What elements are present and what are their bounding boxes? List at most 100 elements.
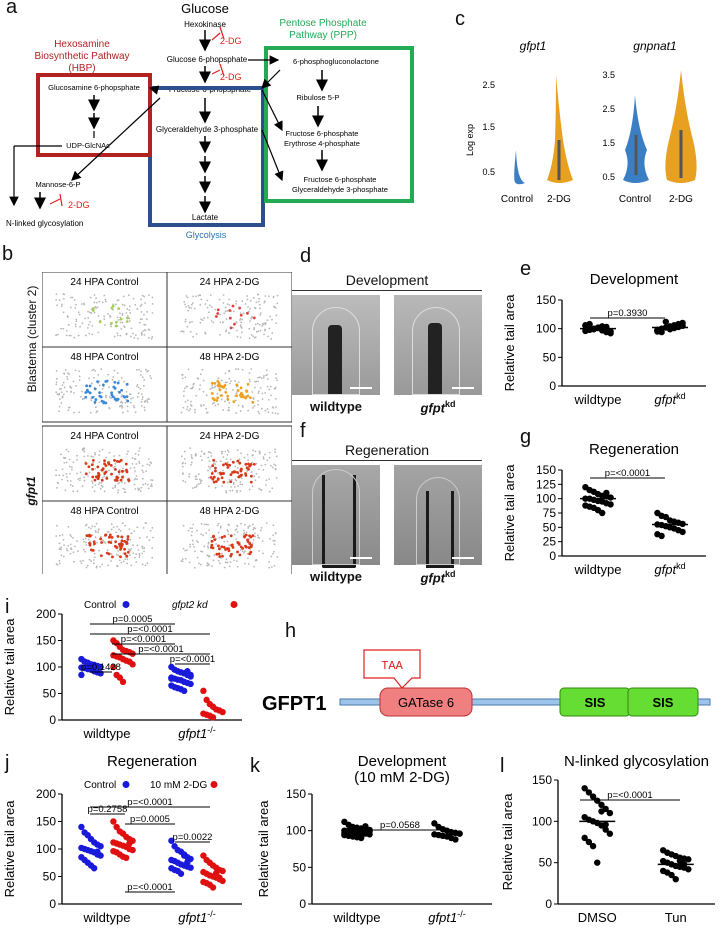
tsne-highlight-point xyxy=(246,311,249,315)
letter-b: b xyxy=(2,243,14,265)
tsne-point xyxy=(114,484,117,487)
tsne-point xyxy=(61,384,64,387)
tsne-point xyxy=(276,302,279,305)
tsne-point xyxy=(276,379,279,382)
tsne-highlight-point xyxy=(91,467,95,471)
data-point xyxy=(607,501,614,508)
tsne-point xyxy=(144,401,146,403)
tsne-point xyxy=(195,485,198,488)
tsne-point xyxy=(220,379,223,382)
tsne-point xyxy=(132,297,135,300)
tsne-point xyxy=(276,556,279,558)
tsne-highlight-point xyxy=(233,322,236,326)
tsne-highlight-point xyxy=(222,545,226,549)
tsne-point xyxy=(78,313,81,316)
tsne-point xyxy=(116,565,119,568)
x-category-label: wildtype xyxy=(83,910,131,925)
tsne-point xyxy=(68,465,71,468)
tsne-point xyxy=(67,409,70,412)
tsne-point xyxy=(105,456,108,459)
tsne-point xyxy=(228,298,230,301)
tsne-highlight-point xyxy=(231,460,235,464)
tsne-point xyxy=(62,297,65,300)
tsne-highlight-point xyxy=(248,542,252,545)
tsne-point xyxy=(134,334,137,337)
tsne-highlight-point xyxy=(250,474,253,478)
tsne-highlight-point xyxy=(252,462,256,466)
tsne-highlight-point xyxy=(97,473,101,476)
tsne-point xyxy=(149,375,152,377)
tsne-point xyxy=(122,487,125,490)
tsne-point xyxy=(223,312,226,315)
tsne-point xyxy=(89,540,91,543)
tsne-point xyxy=(60,391,63,394)
pathway-diagram: Glucose Hexokinase 2-DG Glucose 6-phopsp… xyxy=(6,1,414,240)
tsne-point xyxy=(246,470,249,472)
tsne-highlight-point xyxy=(212,480,216,484)
tsne-point xyxy=(235,489,238,492)
tsne-point xyxy=(93,301,96,304)
tsne-point xyxy=(217,522,220,525)
tsne-point xyxy=(184,318,187,321)
tsne-highlight-point xyxy=(217,544,220,548)
tsne-point xyxy=(70,535,73,538)
tsne-point xyxy=(265,369,268,372)
tsne-highlight-point xyxy=(236,471,239,474)
tsne-highlight-point xyxy=(118,390,121,394)
micrograph-development: Development wildtype gfptkd xyxy=(292,272,482,418)
letter-g: g xyxy=(520,426,532,448)
tsne-highlight-point xyxy=(110,391,114,395)
tsne-highlight-point xyxy=(244,396,248,400)
tsne-point xyxy=(126,405,129,408)
tsne-point xyxy=(228,406,230,409)
tsne-point xyxy=(194,454,197,457)
tsne-point xyxy=(181,472,184,475)
data-point xyxy=(200,852,207,859)
tsne-point xyxy=(105,300,107,303)
tsne-point xyxy=(219,321,222,324)
tsne-point xyxy=(230,486,232,488)
tsne-point xyxy=(255,473,258,475)
y-tick-label: 0 xyxy=(549,379,556,393)
tsne-point xyxy=(186,399,189,402)
tsne-point xyxy=(211,386,214,389)
tsne-point xyxy=(263,300,266,303)
tsne-point xyxy=(129,320,131,322)
tsne-highlight-point xyxy=(229,473,233,477)
tsne-point xyxy=(141,376,144,379)
tsne-highlight-point xyxy=(126,550,130,554)
tsne-point xyxy=(206,306,209,309)
tsne-point xyxy=(199,384,202,387)
tsne-point xyxy=(185,305,188,308)
tsne-point xyxy=(272,550,275,553)
tsne-highlight-point xyxy=(121,475,124,479)
data-point xyxy=(126,840,133,847)
tsne-point xyxy=(188,475,191,478)
tsne-point xyxy=(60,554,63,557)
tsne-point xyxy=(274,467,277,470)
tsne-point xyxy=(253,405,256,407)
tsne-point xyxy=(91,486,94,489)
tsne-point xyxy=(119,401,122,404)
p-value-label: p=<0.0001 xyxy=(607,790,652,801)
tsne-highlight-point xyxy=(216,308,220,312)
tsne-point xyxy=(106,531,109,533)
tsne-highlight-point xyxy=(91,309,95,312)
tsne-point xyxy=(66,390,68,393)
tsne-point xyxy=(79,395,82,398)
tsne-point xyxy=(126,410,129,413)
tsne-point xyxy=(262,376,265,379)
chart-title: Development xyxy=(358,753,447,770)
tsne-point xyxy=(189,543,191,546)
tsne-point xyxy=(123,304,126,307)
development-title: Development xyxy=(292,272,482,291)
tsne-point xyxy=(202,379,205,382)
tsne-point xyxy=(193,382,195,385)
tsne-point xyxy=(253,327,256,329)
tsne-point xyxy=(184,376,187,379)
tsne-point xyxy=(114,486,117,489)
tsne-point xyxy=(151,312,154,314)
tsne-point xyxy=(118,473,121,475)
tsne-point xyxy=(99,565,101,568)
tsne-point xyxy=(97,331,100,334)
